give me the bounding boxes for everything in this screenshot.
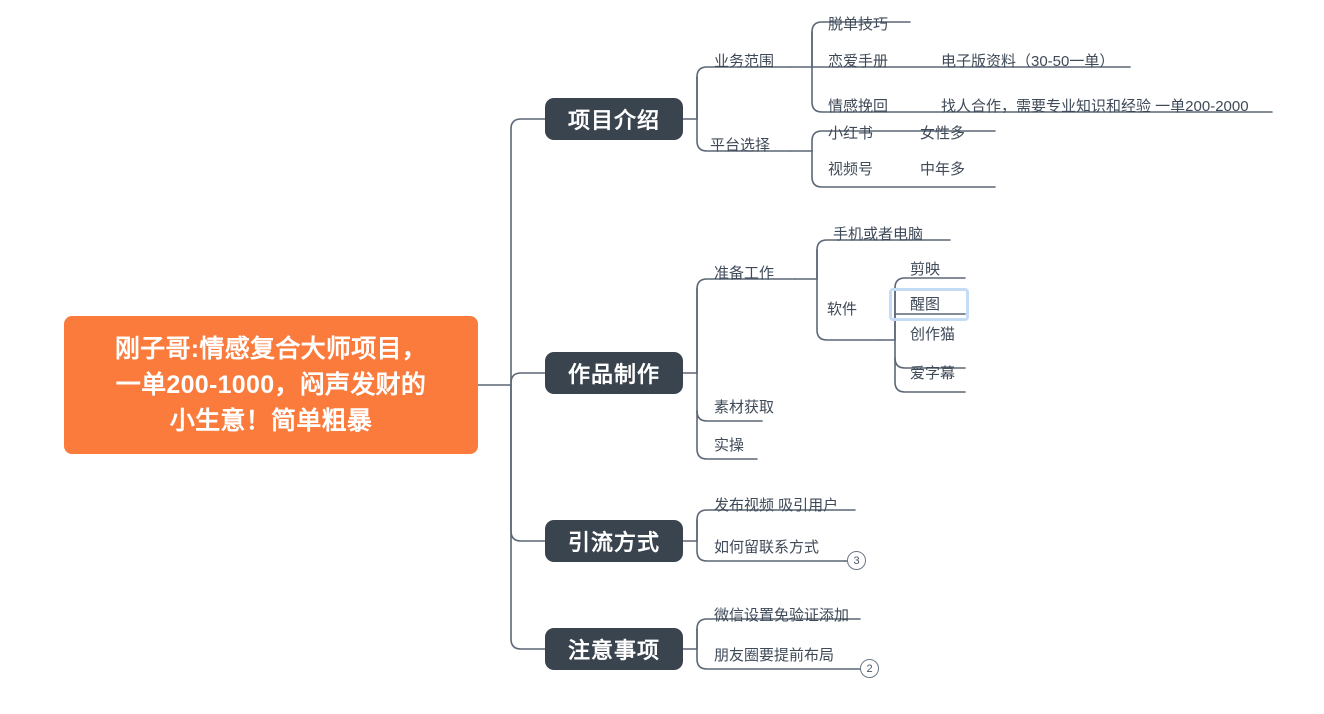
leaf-xiaohongshu-detail[interactable]: 女性多 bbox=[920, 125, 966, 142]
branch-node-project-intro[interactable]: 项目介绍 bbox=[545, 98, 683, 140]
branch-node-label: 作品制作 bbox=[567, 362, 660, 387]
leaf-software[interactable]: 软件 bbox=[827, 301, 858, 318]
branch-node-label: 引流方式 bbox=[567, 530, 660, 555]
branch-node-traffic-method[interactable]: 引流方式 bbox=[545, 520, 683, 562]
leaf-practice[interactable]: 实操 bbox=[714, 437, 745, 454]
child-count-badge-precautions[interactable]: 2 bbox=[860, 659, 879, 678]
leaf-video-account-detail[interactable]: 中年多 bbox=[920, 161, 966, 178]
leaf-love-manual[interactable]: 恋爱手册 bbox=[828, 53, 889, 70]
leaf-xiaohongshu[interactable]: 小红书 bbox=[828, 125, 874, 142]
leaf-platform-choice[interactable]: 平台选择 bbox=[710, 137, 771, 154]
leaf-chuangzuomao[interactable]: 创作猫 bbox=[910, 326, 956, 343]
leaf-love-manual-detail[interactable]: 电子版资料（30-50一单） bbox=[941, 53, 1115, 70]
root-node[interactable]: 刚子哥:情感复合大师项目， 一单200-1000，闷声发财的 小生意！简单粗暴 bbox=[64, 316, 478, 454]
leaf-business-scope[interactable]: 业务范围 bbox=[714, 53, 775, 70]
root-node-label: 刚子哥:情感复合大师项目， 一单200-1000，闷声发财的 小生意！简单粗暴 bbox=[114, 334, 428, 436]
branch-node-label: 注意事项 bbox=[567, 638, 660, 663]
leaf-emotion-recovery-detail[interactable]: 找人合作，需要专业知识和经验 一单200-2000 bbox=[941, 98, 1249, 115]
leaf-how-to-leave-contact[interactable]: 如何留联系方式 bbox=[714, 539, 820, 556]
child-count-badge-traffic[interactable]: 3 bbox=[847, 551, 866, 570]
leaf-moments-layout[interactable]: 朋友圈要提前布局 bbox=[714, 647, 835, 664]
leaf-xingtu[interactable]: 醒图 bbox=[910, 296, 941, 313]
leaf-single-tips[interactable]: 脱单技巧 bbox=[828, 16, 889, 33]
leaf-phone-or-computer[interactable]: 手机或者电脑 bbox=[833, 226, 924, 243]
leaf-preparation[interactable]: 准备工作 bbox=[714, 265, 775, 282]
leaf-jianying[interactable]: 剪映 bbox=[910, 261, 941, 278]
leaf-wechat-no-verify[interactable]: 微信设置免验证添加 bbox=[714, 607, 850, 624]
leaf-material-acquisition[interactable]: 素材获取 bbox=[714, 399, 775, 416]
branch-node-precautions[interactable]: 注意事项 bbox=[545, 628, 683, 670]
leaf-video-account[interactable]: 视频号 bbox=[828, 161, 874, 178]
leaf-emotion-recovery[interactable]: 情感挽回 bbox=[828, 98, 889, 115]
leaf-publish-video[interactable]: 发布视频 吸引用户 bbox=[714, 497, 839, 514]
branch-node-label: 项目介绍 bbox=[567, 108, 660, 133]
leaf-aizimu[interactable]: 爱字幕 bbox=[910, 365, 956, 382]
branch-node-content-production[interactable]: 作品制作 bbox=[545, 352, 683, 394]
